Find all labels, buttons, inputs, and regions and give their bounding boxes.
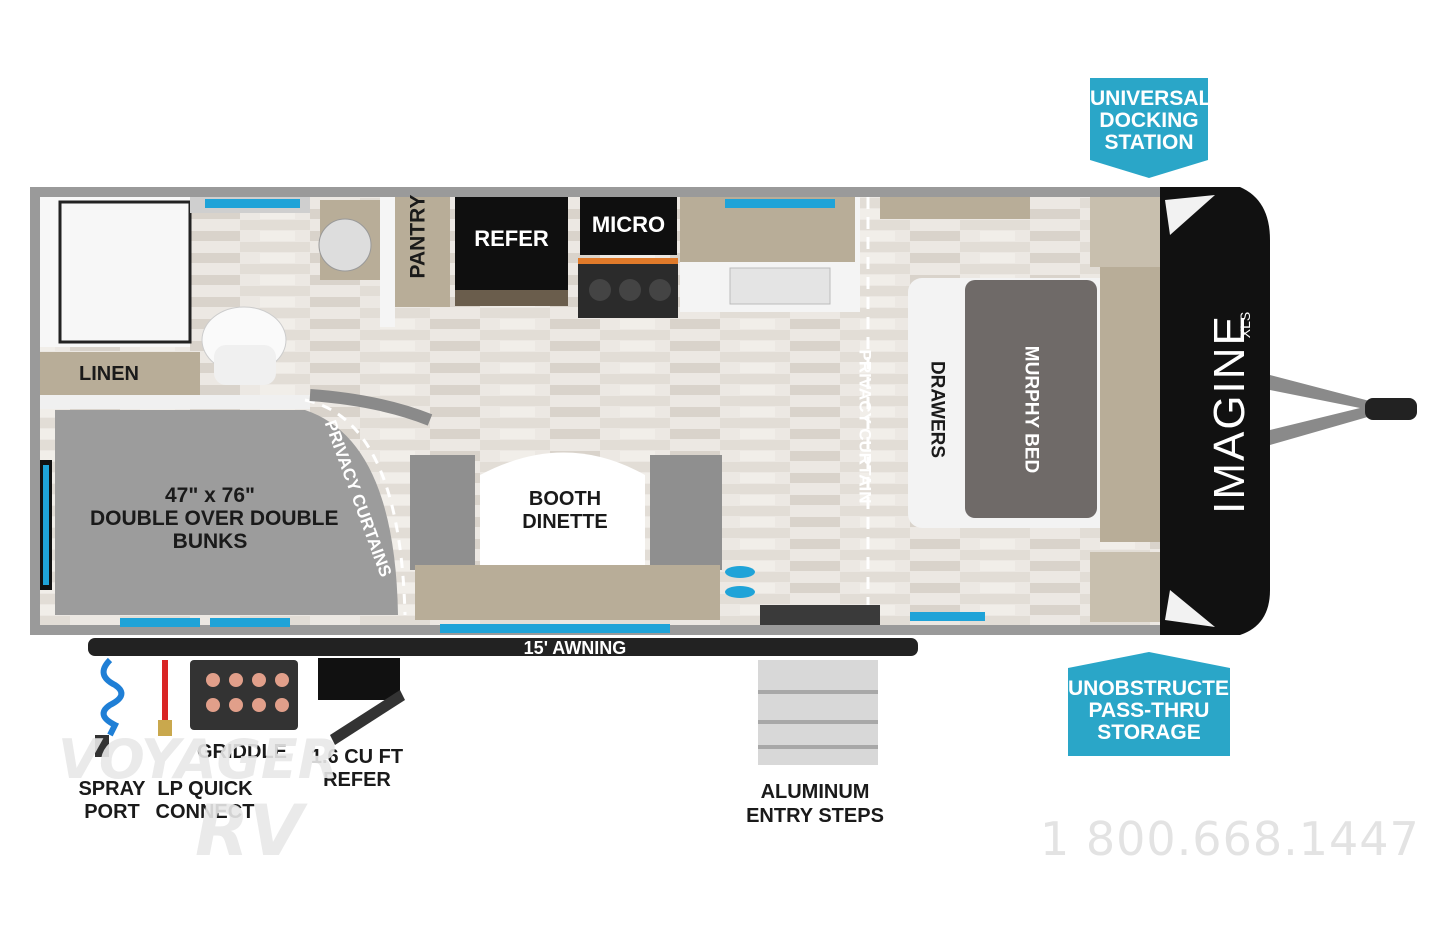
docking-line-2: DOCKING (1099, 109, 1199, 133)
dinette-bench-right (650, 455, 722, 570)
lp-connect-line-1: LP QUICK (157, 778, 253, 800)
bunks-name: BUNKS (172, 530, 248, 554)
lp-connect-label: LP QUICK CONNECT (150, 778, 260, 824)
griddle-label: GRIDDLE (197, 741, 287, 763)
stove-icon (578, 258, 678, 318)
dinette-line-1: BOOTH (528, 488, 602, 510)
bunks-label: 47" x 76" DOUBLE OVER DOUBLE BUNKS (90, 484, 339, 554)
spray-port-line-2: PORT (84, 801, 140, 823)
outdoor-refer-line-2: REFER (323, 769, 391, 791)
shoes-icon (725, 566, 755, 598)
micro-appliance (580, 197, 677, 255)
toilet-icon (201, 306, 287, 385)
model-suffix: XLS (1237, 311, 1253, 339)
sink-icon (318, 200, 380, 280)
water-hose-icon (95, 657, 125, 757)
entry-steps-label: ALUMINUM ENTRY STEPS (740, 780, 890, 828)
outdoor-refer-icon (318, 658, 405, 745)
entry-steps-icon (758, 660, 878, 765)
murphy-bed-label: MURPHY BED (1020, 345, 1042, 474)
storage-line-2: PASS-THRU (1088, 699, 1210, 723)
spray-port-label: SPRAY PORT (74, 778, 150, 824)
outdoor-refer-label: 1.6 CU FT REFER (304, 746, 410, 792)
micro-label: MICRO (591, 212, 666, 237)
docking-line-1: UNIVERSAL (1090, 87, 1212, 110)
awning-label: 15' AWNING (523, 638, 627, 658)
bunks-type: DOUBLE OVER DOUBLE (90, 507, 339, 531)
drawers-label: DRAWERS (926, 360, 948, 459)
storage-callout: UNOBSTRUCTED PASS-THRU STORAGE (1068, 668, 1245, 756)
pantry-label: PANTRY (406, 194, 430, 279)
linen-label: LINEN (79, 363, 139, 385)
dealer-watermark-bottom: RV (195, 790, 304, 872)
dinette-line-2: DINETTE (522, 511, 608, 533)
shower (40, 197, 190, 347)
docking-line-3: STATION (1104, 131, 1194, 155)
pantry-cabinet (395, 197, 450, 307)
bunks-size: 47" x 76" (165, 484, 255, 507)
entry-steps-line-1: ALUMINUM (760, 781, 870, 803)
privacy-curtain-label: PRIVACY CURTAIN (855, 349, 875, 504)
dinette-bench-left (410, 455, 475, 570)
storage-line-1: UNOBSTRUCTED (1068, 677, 1245, 700)
griddle-icon (190, 660, 298, 730)
bath-window (205, 199, 300, 208)
front-cap (1160, 187, 1270, 635)
dealer-watermark-top: VOYAGER (58, 728, 340, 791)
dinette-table (480, 452, 645, 570)
awning-bar (88, 638, 918, 656)
outdoor-refer-line-1: 1.6 CU FT (310, 746, 404, 768)
hitch-icon (1270, 375, 1417, 445)
refer-appliance (455, 197, 568, 305)
dealer-phone: 1 800.668.1447 (1040, 812, 1420, 866)
bunk-bed (55, 410, 398, 615)
murphy-bed (965, 280, 1097, 518)
spray-port-line-1: SPRAY (78, 778, 146, 800)
lp-hose-icon (158, 660, 172, 736)
entry-steps-line-2: ENTRY STEPS (746, 805, 884, 827)
docking-callout: UNIVERSAL DOCKING STATION (1090, 78, 1212, 160)
storage-line-3: STORAGE (1097, 721, 1201, 745)
lp-connect-line-2: CONNECT (155, 801, 255, 823)
refer-label: REFER (474, 226, 549, 251)
dinette-label: BOOTH DINETTE (500, 488, 630, 534)
